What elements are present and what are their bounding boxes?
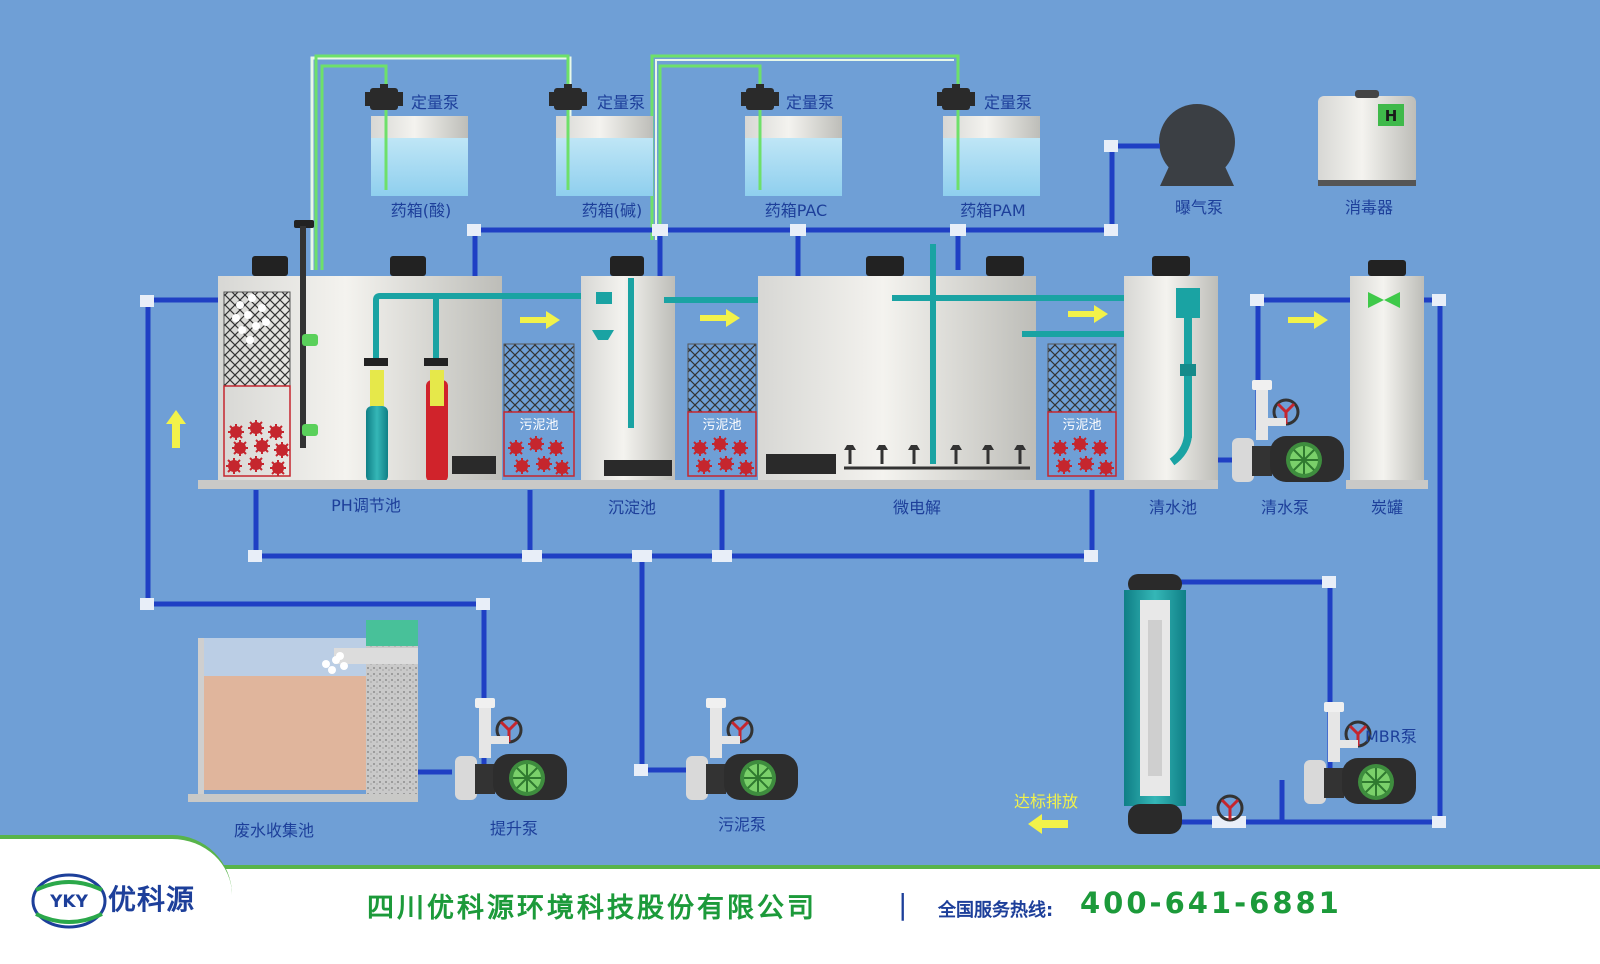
- carbon-tank-base: [1346, 480, 1428, 489]
- disinfector-label: 消毒器: [1344, 198, 1394, 217]
- discharge-label: 达标排放: [1014, 792, 1079, 811]
- dosing-pump-label: 定量泵: [786, 93, 835, 112]
- logo-area: [0, 835, 232, 964]
- dosing-pump-label: 定量泵: [984, 93, 1033, 112]
- dosing-tank-base: [549, 84, 653, 196]
- dosing-pump-icon: [937, 84, 975, 110]
- clear-water-tank: [1124, 256, 1218, 482]
- tank-acid-label: 药箱(酸): [390, 201, 452, 220]
- dosing-pump-label: 定量泵: [597, 93, 646, 112]
- aeration-pump-label: 曝气泵: [1174, 198, 1224, 217]
- dosing-tank-pac: [741, 84, 842, 196]
- wastewater-collection-tank: [188, 620, 418, 802]
- flow-arrow-icon: [1068, 305, 1108, 323]
- carbon-tank: [1350, 260, 1424, 482]
- sludge-tank-3: [1047, 343, 1117, 477]
- company-name: 四川优科源环境科技股份有限公司: [367, 893, 817, 924]
- disinfector-icon: H: [1318, 90, 1416, 186]
- tank-pam-label: 药箱PAM: [960, 201, 1026, 220]
- flow-arrows: [166, 305, 1328, 834]
- hotline-label: 全国服务热线:: [938, 900, 1054, 921]
- ph-tank-label: PH调节池: [331, 496, 401, 515]
- mbr-pump-label: MBR泵: [1365, 727, 1417, 746]
- tank-base-label: 药箱(碱): [581, 201, 643, 220]
- microbes: [225, 419, 291, 477]
- dosing-tank-pam: [937, 84, 1040, 196]
- sludge-tank-label: 污泥池: [702, 418, 742, 433]
- lift-pump-label: 提升泵: [489, 819, 539, 838]
- flow-arrow-icon: [700, 309, 740, 327]
- company-logo-icon: YKY: [31, 873, 107, 929]
- logo-abbr: YKY: [49, 892, 88, 912]
- sludge-tank-label: 污泥池: [1062, 418, 1102, 433]
- hotline-number: 400-641-6881: [1080, 886, 1342, 920]
- flow-arrow-icon: [1288, 311, 1328, 329]
- lift-pump-icon: [453, 696, 569, 802]
- sludge-tank-label: 污泥池: [519, 418, 559, 433]
- dosing-pump-icon: [549, 84, 587, 110]
- micro-electrolysis-label: 微电解: [892, 498, 942, 517]
- aeration-pump-icon: [1159, 104, 1235, 186]
- carbon-tank-label: 炭罐: [1370, 498, 1404, 517]
- dosing-pump-label: 定量泵: [411, 93, 460, 112]
- settling-tank-label: 沉淀池: [607, 498, 657, 517]
- flow-arrow-icon: [520, 311, 560, 329]
- disinfector-badge: H: [1385, 107, 1398, 125]
- sludge-pump-icon: [684, 696, 800, 802]
- clear-water-tank-label: 清水池: [1148, 498, 1198, 517]
- mbr-membrane-module: [1124, 574, 1244, 834]
- footer-divider: |: [898, 888, 908, 921]
- ph-adjust-tank: [218, 220, 602, 482]
- clear-water-pump-label: 清水泵: [1260, 498, 1310, 517]
- dosing-pump-icon: [365, 84, 403, 110]
- dosing-tank-acid: [365, 84, 468, 196]
- logo-name: 优科源: [108, 883, 196, 916]
- pipe-fittings: [140, 140, 1446, 828]
- sludge-tank-2: [687, 343, 757, 477]
- flow-arrow-up-icon: [166, 410, 186, 448]
- discharge-arrow-icon: [1028, 814, 1068, 834]
- dosing-pump-icon: [741, 84, 779, 110]
- mbr-pump-icon: [1302, 700, 1418, 806]
- tank-pac-label: 药箱PAC: [764, 201, 828, 220]
- wastewater-tank-label: 废水收集池: [233, 821, 315, 840]
- sludge-pump-label: 污泥泵: [717, 815, 767, 834]
- footer-bar: [0, 865, 1600, 964]
- tank-platform: [198, 480, 1218, 489]
- clear-water-pump-icon: [1230, 378, 1346, 484]
- sludge-tank-1: [503, 343, 575, 477]
